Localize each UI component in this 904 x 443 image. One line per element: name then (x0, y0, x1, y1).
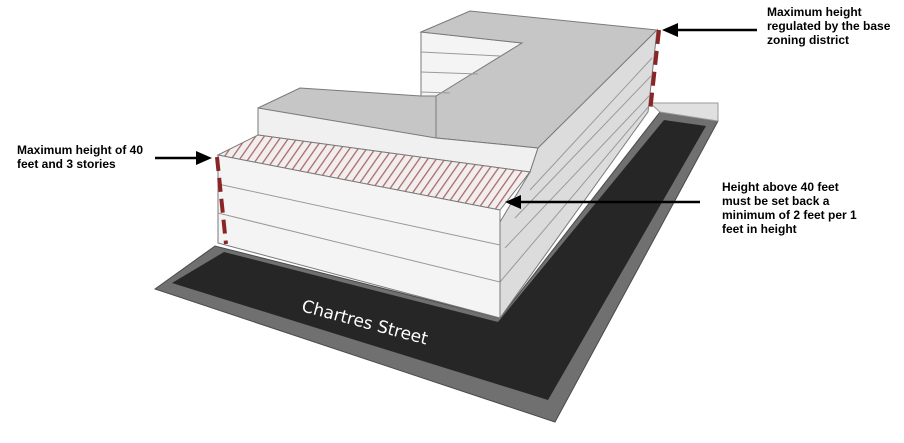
label-setback: Height above 40 feet must be set back a … (722, 180, 857, 236)
side-floor-lines (499, 57, 653, 283)
label-max-40: Maximum height of 40 feet and 3 stories (17, 143, 144, 171)
front-floor-lines (217, 183, 501, 283)
label-base-zoning: Maximum height regulated by the base zon… (767, 5, 891, 47)
height-marker-base-zoning (648, 29, 661, 113)
arrow-setback (505, 195, 700, 209)
tower-floor-lines (420, 51, 501, 94)
base-front-wall (217, 154, 501, 319)
arrow-max-40 (155, 151, 212, 165)
arrow-base-zoning (662, 23, 757, 37)
height-marker-40ft (215, 156, 228, 245)
street-surface (172, 120, 706, 400)
